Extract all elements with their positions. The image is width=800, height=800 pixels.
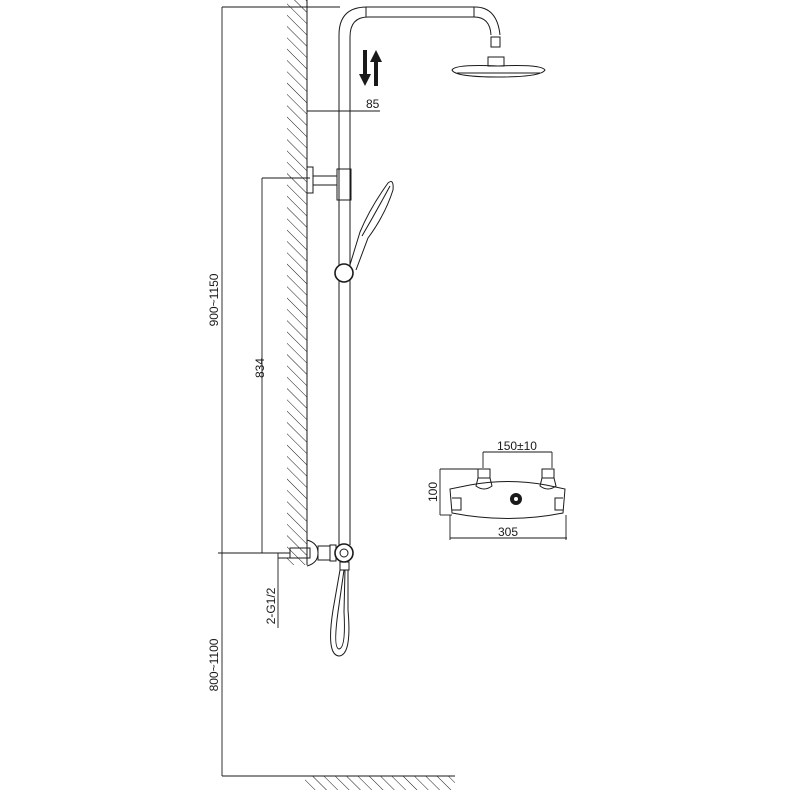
- height-dimension: 900~1150 800~1100: [207, 6, 340, 777]
- hand-shower: [334, 181, 394, 283]
- riser-pipe: [338, 6, 546, 545]
- wall-offset-label: 85: [366, 97, 380, 111]
- inlet-thread-label: 2-G1/2: [264, 587, 278, 624]
- hose: [330, 569, 350, 657]
- height-adjust-arrows-icon: [359, 50, 382, 86]
- mixer-height-label: 800~1100: [207, 638, 221, 691]
- floor: [305, 775, 455, 790]
- wall-offset-dimension: 85: [307, 97, 380, 112]
- diverter: [289, 539, 354, 571]
- total-height-label: 900~1150: [207, 273, 221, 326]
- bar-length-dimension: 834: [253, 177, 310, 553]
- inlet-spacing-label: 150±10: [497, 439, 537, 453]
- wall: [287, 0, 308, 565]
- mixer-width-label: 305: [498, 525, 518, 539]
- wall-bracket: [306, 166, 352, 201]
- mixer-depth-label: 100: [426, 482, 440, 502]
- bar-length-label: 834: [253, 358, 267, 378]
- thermostat-mixer: 150±10 100 305: [426, 439, 567, 540]
